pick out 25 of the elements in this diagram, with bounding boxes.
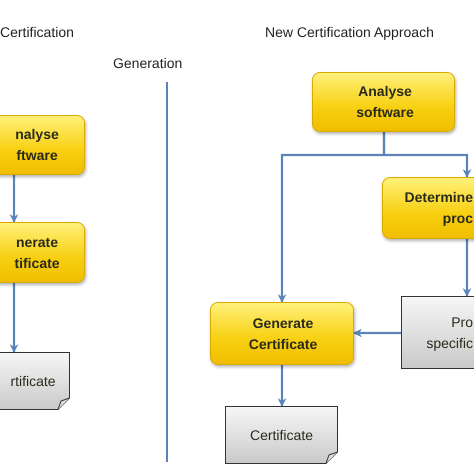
process-box xyxy=(0,222,85,283)
arrow xyxy=(462,239,472,297)
heading-label: New Certification Approach xyxy=(265,24,434,40)
arrow xyxy=(10,283,18,353)
node-text: nalyse ftware xyxy=(14,125,60,165)
process-box xyxy=(382,177,474,239)
process-box xyxy=(0,115,85,175)
heading-label: Certification xyxy=(0,24,74,40)
node-text: Pro specific xyxy=(425,312,473,353)
arrow xyxy=(10,175,18,223)
node-text: Determine proc xyxy=(404,188,473,228)
heading-label: Generation xyxy=(113,55,182,71)
node-text: Analyse software xyxy=(355,82,415,122)
process-box xyxy=(210,302,354,365)
node-text: Generate Certificate xyxy=(248,314,318,354)
node-text: nerate tificate xyxy=(13,232,61,272)
node-text: Certificate xyxy=(250,426,314,444)
process-box xyxy=(312,72,455,132)
arrow xyxy=(382,132,472,178)
node-text: rtificate xyxy=(9,372,57,390)
document-shape xyxy=(401,296,474,369)
arrow xyxy=(278,365,286,407)
document-shape xyxy=(0,352,70,410)
arrow xyxy=(353,328,401,338)
document-shape xyxy=(225,406,338,464)
